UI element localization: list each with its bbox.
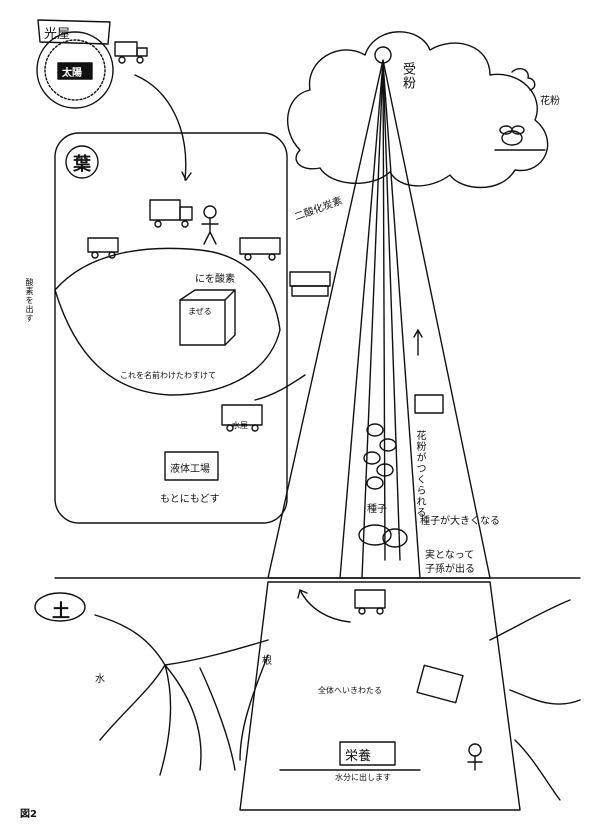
water-shop-label: 水屋 [232, 421, 248, 430]
seed-grows-label: 種子が大きくなる [420, 516, 500, 527]
person-icon [201, 205, 219, 245]
factory-note-label: これを名前わけたわすけて [120, 371, 216, 380]
nutrient-store-label: 全体へいきわたる [318, 686, 382, 695]
sun-label: 太陽 [62, 68, 82, 79]
water-label: 水 [95, 674, 105, 685]
make-oxygen-label: にを酸素 [195, 274, 235, 285]
pollen-made-label: 花粉がつくられる [414, 430, 425, 518]
root-label: 根 [262, 656, 272, 667]
light-shop-label: 光屋 [44, 27, 71, 42]
truck-icon [414, 394, 444, 414]
truck-icon [87, 237, 119, 259]
truck-icon [354, 589, 386, 615]
root-trapezoid [239, 581, 521, 811]
liquid-factory-label: 液体工場 [170, 464, 210, 475]
becomes-fruit-label: 実となって [425, 550, 475, 561]
soil-label: 土 [52, 601, 70, 622]
flower-icon [374, 46, 392, 64]
roots [94, 614, 269, 776]
bee-icon [494, 125, 546, 151]
truck-icon [149, 199, 193, 228]
figure-label: 図2 [20, 809, 37, 820]
mixing-label: まぜる [188, 307, 212, 316]
truck-icon [114, 41, 148, 64]
become-seed-label: 子孫が出る [425, 564, 475, 575]
leaf-box [54, 132, 288, 524]
release-oxygen-label: 酸素を出す [25, 278, 34, 323]
truck-icon [239, 237, 281, 261]
cloud-icon [286, 31, 549, 189]
truck-icon [416, 664, 464, 704]
truck-icon [289, 271, 331, 297]
water-to-whole-label: 水分に出します [335, 773, 391, 782]
sun-icon [36, 31, 114, 109]
leaf-label: 葉 [73, 154, 91, 175]
back-to-origin-label: もとにもどす [160, 494, 220, 505]
person-icon [467, 743, 483, 771]
pollination-label: 受粉 [400, 62, 415, 90]
seed-label: 種子 [367, 504, 387, 515]
pollen-label: 花粉 [540, 96, 560, 107]
nutrient-label: 栄養 [345, 749, 372, 764]
leaf-shape [54, 247, 281, 396]
truck-icon [221, 404, 263, 432]
